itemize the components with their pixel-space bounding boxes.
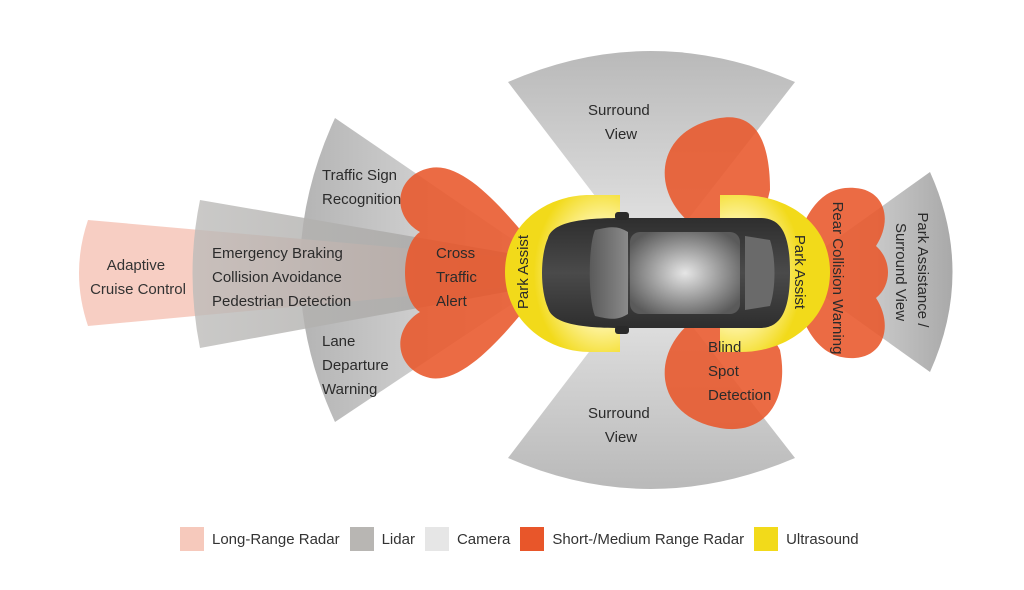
adaptive-cruise-label: Adaptive Cruise Control — [90, 257, 186, 298]
car-roof — [630, 232, 740, 314]
traffic-sign-label: Traffic Sign Recognition — [322, 167, 401, 208]
legend-label: Ultrasound — [786, 530, 859, 548]
legend-item-long-range-radar: Long-Range Radar — [180, 527, 340, 551]
swatch — [754, 527, 779, 551]
surround-view-bottom-label: Surround View — [588, 405, 654, 446]
legend-item-short-medium-radar: Short-/Medium Range Radar — [520, 527, 744, 551]
lane-departure-label: Lane Departure Warning — [322, 333, 393, 398]
car — [542, 212, 790, 334]
mirror-left — [615, 212, 629, 220]
legend-label: Short-/Medium Range Radar — [552, 530, 745, 548]
surround-view-top-zone — [508, 51, 795, 268]
legend-item-lidar: Lidar — [349, 527, 415, 551]
legend-label: Camera — [456, 530, 511, 548]
park-assist-rear-label: Park Assist — [791, 235, 808, 310]
blind-spot-label: Blind Spot Detection — [708, 339, 771, 404]
park-assist-front-label: Park Assist — [515, 234, 532, 309]
swatch — [424, 527, 449, 551]
swatch — [520, 527, 545, 551]
legend-item-camera: Camera — [424, 527, 511, 551]
park-assistance-surround-label: Park Assistance / Surround View — [892, 212, 931, 331]
car-rear-window — [745, 236, 775, 310]
legend: Long-Range Radar Lidar Camera Short-/Med… — [180, 527, 869, 551]
car-windshield — [589, 227, 628, 319]
swatch — [349, 527, 374, 551]
legend-item-ultrasound: Ultrasound — [754, 527, 859, 551]
emergency-braking-label: Emergency Braking Collision Avoidance Pe… — [212, 245, 351, 310]
lidar-zone — [192, 200, 560, 348]
cross-traffic-label: Cross Traffic Alert — [436, 245, 481, 310]
surround-view-bottom-zone — [508, 272, 795, 489]
surround-view-top-label: Surround View — [588, 102, 654, 143]
mirror-right — [615, 326, 629, 334]
front-radar-zone — [400, 167, 555, 379]
swatch — [180, 527, 204, 551]
legend-label: Lidar — [381, 530, 415, 548]
rear-collision-label: Rear Collision Warning — [829, 202, 846, 355]
legend-label: Long-Range Radar — [212, 530, 340, 548]
